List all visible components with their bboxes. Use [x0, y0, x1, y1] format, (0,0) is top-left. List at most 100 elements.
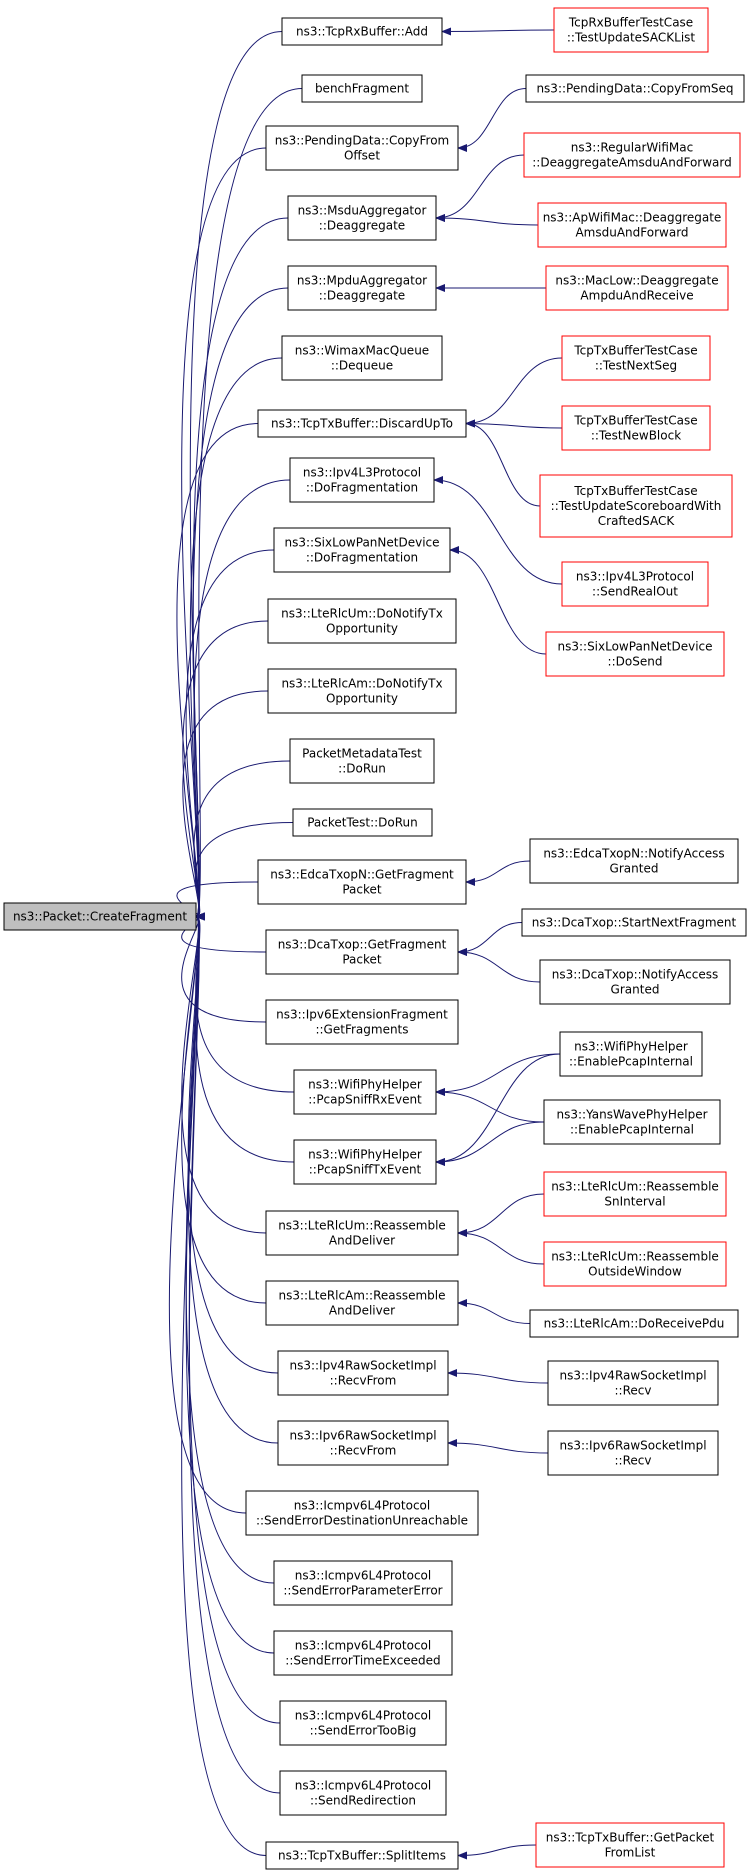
node-label: AmsduAndForward [575, 226, 688, 240]
node-box [289, 457, 435, 503]
caller-node-ipv6rawsocketimpl-recvfrom[interactable]: ns3::Ipv6RawSocketImpl::RecvFrom [277, 1420, 449, 1466]
edge-layer [168, 27, 563, 1860]
caller-node-msduaggregator-deaggregate[interactable]: ns3::MsduAggregator::Deaggregate [287, 195, 437, 241]
node-label: ns3::PendingData::CopyFromSeq [536, 82, 733, 96]
node-label: ns3::WifiPhyHelper [308, 1148, 422, 1162]
node-label: ns3::Ipv4L3Protocol [576, 570, 694, 584]
caller-node-ipv6extensionfragment-getfragments[interactable]: ns3::Ipv6ExtensionFragment::GetFragments [265, 999, 459, 1045]
node-label: ::DoRun [338, 762, 386, 776]
node-box [265, 1280, 459, 1326]
node-box [265, 999, 459, 1045]
caller-node-mpduaggregator-deaggregate[interactable]: ns3::MpduAggregator::Deaggregate [287, 265, 437, 311]
outer-caller-node-sixlowpannetdevice-dosend[interactable]: ns3::SixLowPanNetDevice::DoSend [545, 631, 725, 677]
node-label: Packet [342, 883, 382, 897]
edge-o14-to-c17 [435, 1121, 545, 1166]
node-label: ::Deaggregate [319, 289, 405, 303]
outer-caller-node-apwifimac-deaggregate-amsduandforward[interactable]: ns3::ApWifiMac::DeaggregateAmsduAndForwa… [537, 202, 727, 248]
node-label: ns3::Ipv4L3Protocol [303, 466, 421, 480]
node-label: ns3::Icmpv6L4Protocol [295, 1709, 431, 1723]
node-label: ns3::LteRlcAm::DoReceivePdu [544, 1317, 725, 1331]
outer-caller-node-wifiphyhelper-enablepcapinternal[interactable]: ns3::WifiPhyHelper::EnablePcapInternal [559, 1031, 703, 1077]
node-label: ns3::LteRlcAm::DoNotifyTx [281, 677, 442, 691]
caller-node-wimaxmacqueue-dequeue[interactable]: ns3::WimaxMacQueue::Dequeue [281, 335, 443, 381]
caller-node-ipv4rawsocketimpl-recvfrom[interactable]: ns3::Ipv4RawSocketImpl::RecvFrom [277, 1350, 449, 1396]
node-label: Opportunity [326, 622, 398, 636]
node-box [301, 74, 423, 103]
edge-o9-to-c8 [449, 546, 547, 655]
caller-node-ipv4l3protocol-dofragmentation[interactable]: ns3::Ipv4L3Protocol::DoFragmentation [289, 457, 435, 503]
outer-caller-node-ipv6rawsocketimpl-recv[interactable]: ns3::Ipv6RawSocketImpl::Recv [547, 1430, 719, 1476]
node-label: ns3::DcaTxop::StartNextFragment [532, 916, 737, 930]
outer-caller-node-dcatxop-startnextfragment[interactable]: ns3::DcaTxop::StartNextFragment [521, 908, 747, 937]
node-label: AmpduAndReceive [580, 289, 693, 303]
outer-caller-node-tcptxbuffertestcase-testnewblock[interactable]: TcpTxBufferTestCase::TestNewBlock [561, 405, 711, 451]
caller-node-icmpv6l4protocol-senderrortimeexceeded[interactable]: ns3::Icmpv6L4Protocol::SendErrorTimeExce… [273, 1630, 453, 1676]
caller-node-packetmetadatatest-dorun[interactable]: PacketMetadataTest::DoRun [289, 738, 435, 784]
node-label: SnInterval [604, 1195, 665, 1209]
caller-node-icmpv6l4protocol-sendredirection[interactable]: ns3::Icmpv6L4Protocol::SendRedirection [279, 1770, 447, 1816]
node-label: ns3::TcpTxBuffer::SplitItems [278, 1849, 446, 1863]
caller-node-wifiphyhelper-pcapsniffrxevent[interactable]: ns3::WifiPhyHelper::PcapSniffRxEvent [293, 1069, 437, 1115]
caller-node-sixlowpannetdevice-dofragmentation[interactable]: ns3::SixLowPanNetDevice::DoFragmentation [273, 527, 451, 573]
caller-node-icmpv6l4protocol-senderrorparametererror[interactable]: ns3::Icmpv6L4Protocol::SendErrorParamete… [273, 1560, 453, 1606]
edge-o15-to-c18 [457, 1193, 545, 1237]
edge-o5-to-c6 [465, 357, 563, 428]
node-label: ns3::YansWavePhyHelper [556, 1108, 707, 1122]
node-label: ::Recv [615, 1454, 652, 1468]
outer-caller-node-yanswavephyhelper-enablepcapinternal[interactable]: ns3::YansWavePhyHelper::EnablePcapIntern… [543, 1099, 721, 1145]
caller-node-tcptxbuffer-discardupto[interactable]: ns3::TcpTxBuffer::DiscardUpTo [257, 409, 467, 438]
outer-caller-node-tcprxbuffertestcase-testupdatesacklist[interactable]: TcpRxBufferTestCase::TestUpdateSACKList [553, 7, 709, 53]
node-label: ns3::TcpTxBuffer::GetPacket [546, 1831, 715, 1845]
caller-node-benchfragment[interactable]: benchFragment [301, 74, 423, 103]
edge-o18-to-c20 [447, 1369, 549, 1384]
node-box [539, 959, 731, 1005]
root-node-packet-createfragment[interactable]: ns3::Packet::CreateFragment [3, 902, 197, 931]
node-box [559, 1031, 703, 1077]
outer-caller-node-regularwifimac-deaggregateamsduandforward[interactable]: ns3::RegularWifiMac::DeaggregateAmsduAnd… [523, 132, 741, 178]
outer-caller-node-ipv4rawsocketimpl-recv[interactable]: ns3::Ipv4RawSocketImpl::Recv [547, 1360, 719, 1406]
node-label: ::EnablePcapInternal [570, 1123, 694, 1137]
caller-node-icmpv6l4protocol-senderrortoobig[interactable]: ns3::Icmpv6L4Protocol::SendErrorTooBig [279, 1700, 447, 1746]
node-box [539, 474, 733, 538]
node-box [561, 561, 709, 607]
node-label: ::SendRedirection [310, 1794, 416, 1808]
caller-node-tcprxbuffer-add[interactable]: ns3::TcpRxBuffer::Add [281, 17, 443, 46]
edge-o17-to-c19 [457, 1299, 531, 1324]
node-box [289, 738, 435, 784]
outer-caller-node-lterlcam-doreceivepdu[interactable]: ns3::LteRlcAm::DoReceivePdu [529, 1309, 739, 1338]
edge-c27-to-root [181, 912, 267, 1856]
node-label: ::EnablePcapInternal [569, 1055, 693, 1069]
edge-c1-to-root [195, 88, 303, 921]
outer-caller-node-pendingdata-copyfromseq[interactable]: ns3::PendingData::CopyFromSeq [525, 74, 745, 103]
node-box [529, 1309, 739, 1338]
edge-o3-to-c3 [435, 214, 539, 226]
node-label: ns3::Packet::CreateFragment [13, 910, 187, 924]
node-box [553, 7, 709, 53]
caller-node-packettest-dorun[interactable]: PacketTest::DoRun [292, 808, 433, 837]
outer-caller-node-tcptxbuffertestcase-testupdatescoreboardwith-craftedsack[interactable]: TcpTxBufferTestCase::TestUpdateScoreboar… [539, 474, 733, 538]
outer-caller-node-ipv4l3protocol-sendrealout[interactable]: ns3::Ipv4L3Protocol::SendRealOut [561, 561, 709, 607]
node-label: ::Dequeue [331, 359, 393, 373]
node-label: benchFragment [315, 82, 409, 96]
outer-caller-node-tcptxbuffertestcase-testnextseg[interactable]: TcpTxBufferTestCase::TestNextSeg [561, 335, 711, 381]
node-label: ::TestNewBlock [591, 429, 681, 443]
edge-o8-to-c7 [433, 476, 563, 585]
node-label: ns3::Ipv6RawSocketImpl [559, 1439, 706, 1453]
caller-node-tcptxbuffer-splititems[interactable]: ns3::TcpTxBuffer::SplitItems [265, 1841, 459, 1870]
caller-node-icmpv6l4protocol-senderrordestinationunreachable[interactable]: ns3::Icmpv6L4Protocol::SendErrorDestinat… [245, 1490, 479, 1536]
caller-node-wifiphyhelper-pcapsnifftxevent[interactable]: ns3::WifiPhyHelper::PcapSniffTxEvent [293, 1139, 437, 1185]
node-box [525, 74, 745, 103]
